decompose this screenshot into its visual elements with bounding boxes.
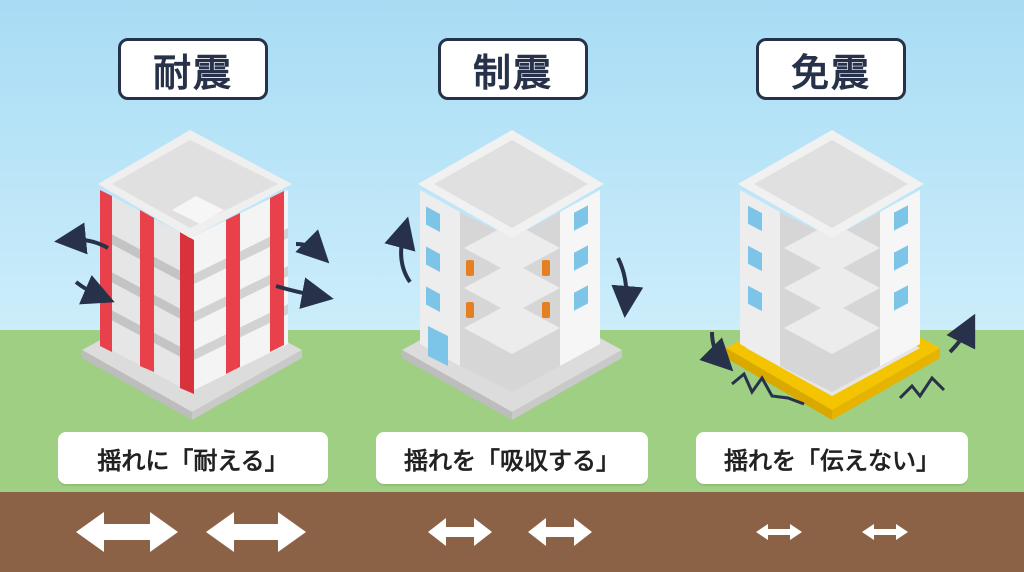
caption-seishin: 揺れを「吸収する」 bbox=[376, 432, 648, 484]
building-taishin bbox=[54, 130, 334, 420]
double-arrow-icon bbox=[76, 512, 178, 552]
title-menshin: 免震 bbox=[756, 38, 906, 100]
title-taishin: 耐震 bbox=[118, 38, 268, 100]
double-arrow-icon bbox=[756, 524, 802, 540]
caption-menshin: 揺れを「伝えない」 bbox=[696, 432, 968, 484]
building-seishin bbox=[384, 130, 644, 420]
double-arrow-icon bbox=[428, 518, 492, 546]
title-seishin: 制震 bbox=[438, 38, 588, 100]
ground-shake-arrows bbox=[76, 512, 908, 552]
zigzag-icon bbox=[731, 371, 805, 406]
double-arrow-icon bbox=[528, 518, 592, 546]
caption-taishin: 揺れに「耐える」 bbox=[58, 432, 328, 484]
building-menshin bbox=[699, 130, 976, 420]
zigzag-icon bbox=[898, 375, 946, 400]
double-arrow-icon bbox=[862, 524, 908, 540]
double-arrow-icon bbox=[206, 512, 306, 552]
